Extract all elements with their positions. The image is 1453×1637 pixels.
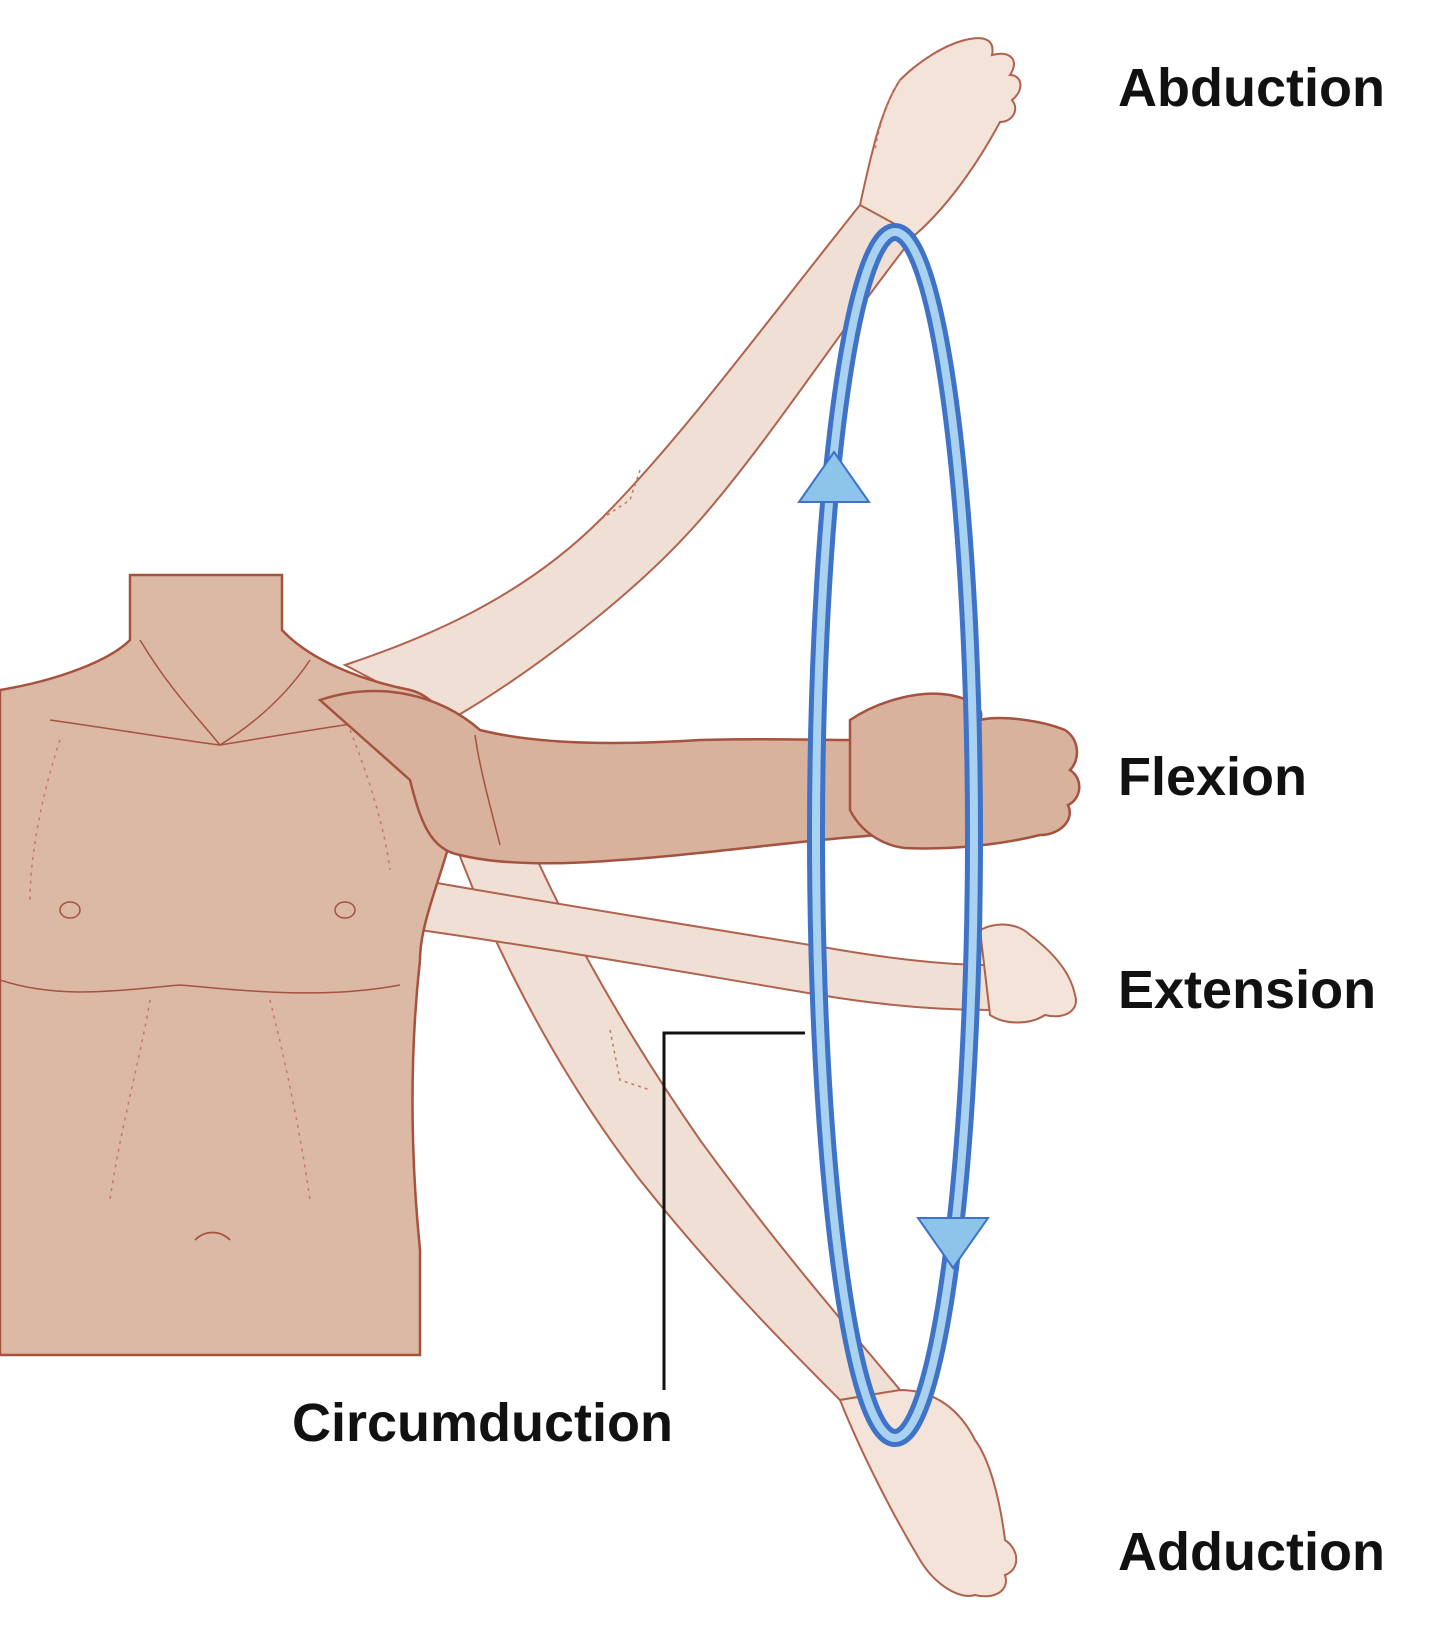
arm-extension <box>419 878 1077 1024</box>
circumduction-ring <box>807 223 983 1447</box>
arm-abduction <box>342 37 1022 722</box>
abduction-label: Abduction <box>1118 58 1385 118</box>
adduction-label: Adduction <box>1118 1522 1385 1582</box>
circumduction-leader-line <box>662 1031 805 1390</box>
circumduction-label: Circumduction <box>292 1393 674 1453</box>
down-arrow-icon <box>916 1217 990 1270</box>
arm-adduction <box>428 769 1018 1598</box>
extension-label: Extension <box>1118 960 1377 1020</box>
up-arrow-icon <box>797 450 871 503</box>
flexion-label: Flexion <box>1118 747 1308 807</box>
